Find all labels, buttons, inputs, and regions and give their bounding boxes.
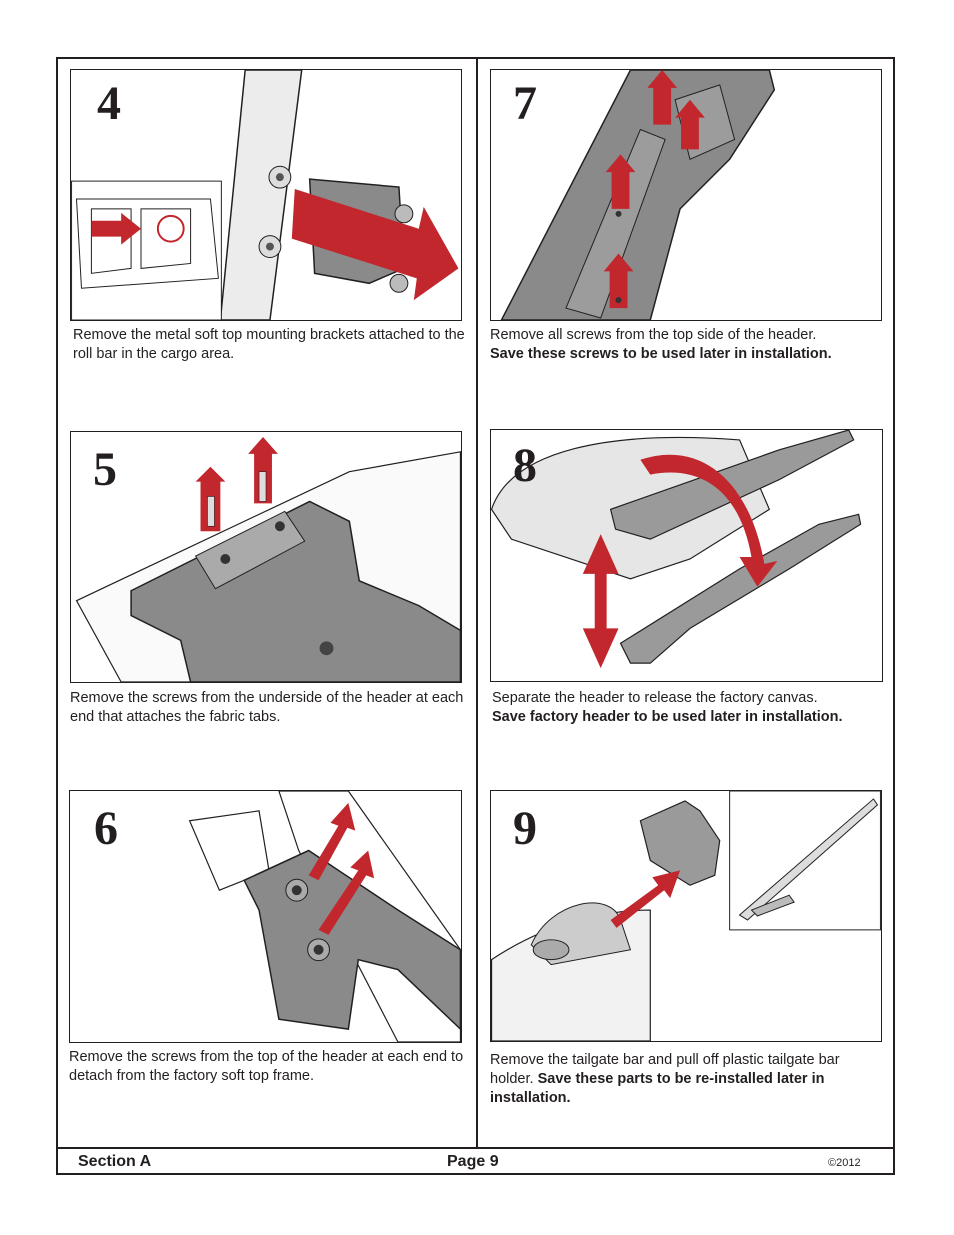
- step-9-illustration: 9: [490, 790, 882, 1042]
- step-number: 7: [513, 77, 537, 130]
- caption-text: Remove the screws from the top of the he…: [69, 1049, 464, 1084]
- step-8-caption: Separate the header to release the facto…: [492, 689, 887, 727]
- step-number: 5: [93, 443, 117, 496]
- step-6-illustration: 6: [69, 790, 462, 1043]
- caption-text: Separate the header to release the facto…: [492, 690, 818, 706]
- step-8-illustration: 8: [490, 429, 883, 682]
- step-7-caption: Remove all screws from the top side of t…: [490, 326, 885, 364]
- caption-text: Remove the tailgate bar and pull off pla…: [490, 1052, 840, 1087]
- step-number: 9: [513, 802, 537, 855]
- caption-emphasis: Save these parts to be re-installed late…: [490, 1071, 825, 1106]
- step-5-caption: Remove the screws from the underside of …: [70, 689, 465, 727]
- section-label: Section A: [78, 1153, 152, 1170]
- footer-divider: [58, 1147, 893, 1149]
- caption-text: Remove the screws from the underside of …: [70, 690, 464, 725]
- step-6-caption: Remove the screws from the top of the he…: [69, 1048, 464, 1086]
- caption-text: Remove the metal soft top mounting brack…: [73, 327, 465, 362]
- page-number: Page 9: [447, 1153, 499, 1170]
- step-5-illustration: 5: [70, 431, 462, 683]
- column-divider: [476, 59, 478, 1149]
- step-4-illustration: 4: [70, 69, 462, 321]
- step-number: 4: [97, 77, 121, 130]
- step-number: 8: [513, 439, 537, 492]
- caption-emphasis: Save factory header to be used later in …: [492, 709, 843, 725]
- step-7-illustration: 7: [490, 69, 882, 321]
- copyright-notice: ©2012: [828, 1157, 861, 1169]
- step-9-caption: Remove the tailgate bar and pull off pla…: [490, 1051, 870, 1108]
- page-frame: [56, 57, 895, 1175]
- caption-emphasis: Save these screws to be used later in in…: [490, 346, 832, 362]
- step-number: 6: [94, 802, 118, 855]
- caption-text: Remove all screws from the top side of t…: [490, 327, 817, 343]
- direction-arrow: [291, 189, 459, 301]
- step-4-caption: Remove the metal soft top mounting brack…: [73, 326, 468, 364]
